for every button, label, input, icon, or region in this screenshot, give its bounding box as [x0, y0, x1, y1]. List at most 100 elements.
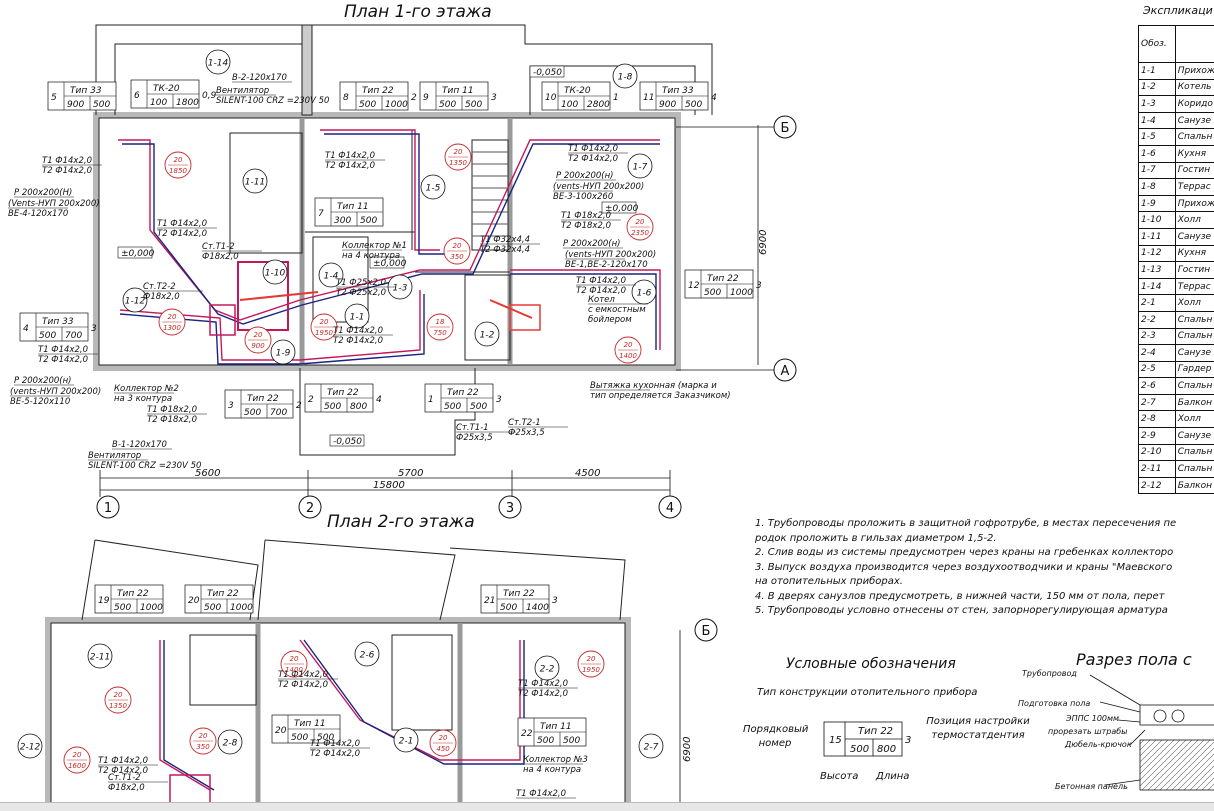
- explication-code: 1-11: [1139, 228, 1176, 245]
- pipe-note-line: Ф18х2,0: [143, 292, 180, 302]
- explication-name: Террас: [1175, 278, 1214, 295]
- boiler-box: [510, 305, 540, 330]
- radiator-height: 900: [659, 100, 676, 110]
- room-tag: 1-2: [475, 322, 499, 346]
- explication-name: Террас: [1175, 179, 1214, 196]
- radiator-height: 100: [150, 98, 167, 108]
- pipe-note-line: Вытяжка кухонная (марка и: [590, 381, 717, 391]
- pipe-note-line: ВЕ-4-120х170: [8, 209, 68, 219]
- pipe-note-line: бойлером: [588, 315, 632, 325]
- room-tag: 1-11: [243, 169, 267, 193]
- explication-code: 1-14: [1139, 278, 1176, 295]
- radiator-number: 20: [188, 596, 200, 606]
- pipe-note-line: Вентилятор: [88, 451, 141, 461]
- room-tag: 2-12: [18, 734, 42, 758]
- radiator-number: 8: [343, 93, 349, 103]
- radiator-type: Тип 33: [42, 317, 74, 327]
- pipe-note-line: на 3 контура: [114, 394, 172, 404]
- radiator-type: ТК-20: [153, 84, 180, 94]
- pipe-note: Т1 Ф32х4,4Т2 Ф32х4,4: [480, 235, 540, 255]
- radiator-type: Тип 11: [442, 86, 474, 96]
- explication-name: Холл: [1175, 212, 1214, 229]
- explication-name: Котель: [1175, 79, 1214, 96]
- room-tag-label: 2-7: [644, 743, 659, 753]
- p2-stairs-left: [190, 635, 256, 705]
- pipe-note-line: тип определяется Заказчиком): [590, 391, 731, 401]
- pipe-note: Т1 Ф25х2,0Т2 Ф25х2,0: [336, 278, 396, 298]
- heat-tag-length: 750: [433, 329, 447, 337]
- section-title: Разрез пола с: [1076, 650, 1192, 669]
- radiator-type: Тип 22: [327, 388, 359, 398]
- room-tag-label: 1-6: [637, 289, 652, 299]
- dim-6900-1: 6900: [758, 230, 769, 255]
- axis-bubbles: 1 2 3 4 Б А Б: [97, 116, 796, 641]
- pipe-note-line: с емкостным: [588, 305, 646, 315]
- note-line: 3. Выпуск воздуха производится через воз…: [755, 562, 1172, 573]
- note-line: 2. Слив воды из системы предусмотрен чер…: [755, 547, 1173, 558]
- radiator-setting: 3: [91, 324, 97, 334]
- pipe-note-line: Т1 Ф14х2,0: [310, 739, 360, 749]
- radiator-length: 1000: [730, 288, 753, 298]
- radiator-height: 500: [537, 736, 554, 746]
- pipe-note: В-2-120х170: [232, 73, 292, 83]
- pipe-note: Т1 Ф14х2,0: [516, 789, 576, 799]
- radiator-length: 1800: [176, 98, 199, 108]
- pipe-note-line: В-1-120х170: [112, 440, 167, 450]
- radiator-setting: 2: [411, 93, 417, 103]
- pipe-note-line: Т1 Ф25х2,0: [336, 278, 386, 288]
- room-tag-label: 2-2: [540, 665, 555, 675]
- heat-tag-temp: 20: [254, 331, 263, 339]
- legend-setting: 3: [905, 735, 911, 746]
- heat-tag-temp: 20: [174, 156, 183, 164]
- heat-tag-length: 1350: [109, 702, 127, 710]
- explication-code: 1-9: [1139, 195, 1176, 212]
- pipe-note-line: Т1 Ф18х2,0: [561, 211, 611, 221]
- roof-outline-left-2: [82, 540, 95, 620]
- heat-tag-length: 1350: [449, 159, 467, 167]
- pipe-note-line: Т1 Ф18х2,0: [147, 405, 197, 415]
- explication-code: 2-8: [1139, 411, 1176, 428]
- pipe-note-line: Р 200х200(Н): [14, 188, 72, 198]
- pipe-note-line: Т2 Ф14х2,0: [310, 749, 360, 759]
- radiator-type: Тип 22: [247, 394, 279, 404]
- section-label-epps: ЭППС 100мм: [1065, 714, 1119, 723]
- heat-tag-length: 1400: [619, 352, 637, 360]
- explication-name: Спальн: [1175, 378, 1214, 395]
- room-tag: 1-8: [613, 64, 637, 88]
- radiator-type: Тип 11: [540, 722, 572, 732]
- pipe-note-line: Р 200х200(н): [14, 376, 72, 386]
- radiator-number: 5: [51, 93, 57, 103]
- radiator-height: 500: [359, 100, 376, 110]
- explication-header: Обоз.: [1139, 26, 1176, 63]
- heat-tag-length: 1300: [163, 324, 181, 332]
- radiator-number: 3: [228, 401, 234, 411]
- heat-tag-temp: 20: [454, 148, 463, 156]
- heat-tag-length: 350: [450, 253, 464, 261]
- radiator-type: Тип 22: [117, 589, 149, 599]
- note-line: 4. В дверях санузлов предусмотреть, в ни…: [755, 591, 1165, 602]
- heat-tag-temp: 20: [168, 313, 177, 321]
- heat-tag-temp: 20: [73, 751, 82, 759]
- legend-setting-label: Позиция настройки термостатдентия: [918, 715, 1038, 743]
- pipe-note: (Vents-НУП 200х200)ВЕ-4-120х170: [8, 199, 100, 219]
- pipe-note-line: В-2-120х170: [232, 73, 287, 83]
- radiator-height: 500: [244, 408, 261, 418]
- legend-subtitle: Тип конструкции отопительного прибора: [757, 687, 977, 698]
- explication-name: Санузе: [1175, 228, 1214, 245]
- pipe-note-line: Т2 Ф14х2,0: [42, 166, 92, 176]
- pipe-note-line: Котел: [588, 295, 615, 305]
- legend-symbol: 15 Тип 22 500 800 3: [824, 722, 911, 756]
- legend-title: Условные обозначения: [786, 656, 956, 672]
- heat-tag-length: 900: [251, 342, 265, 350]
